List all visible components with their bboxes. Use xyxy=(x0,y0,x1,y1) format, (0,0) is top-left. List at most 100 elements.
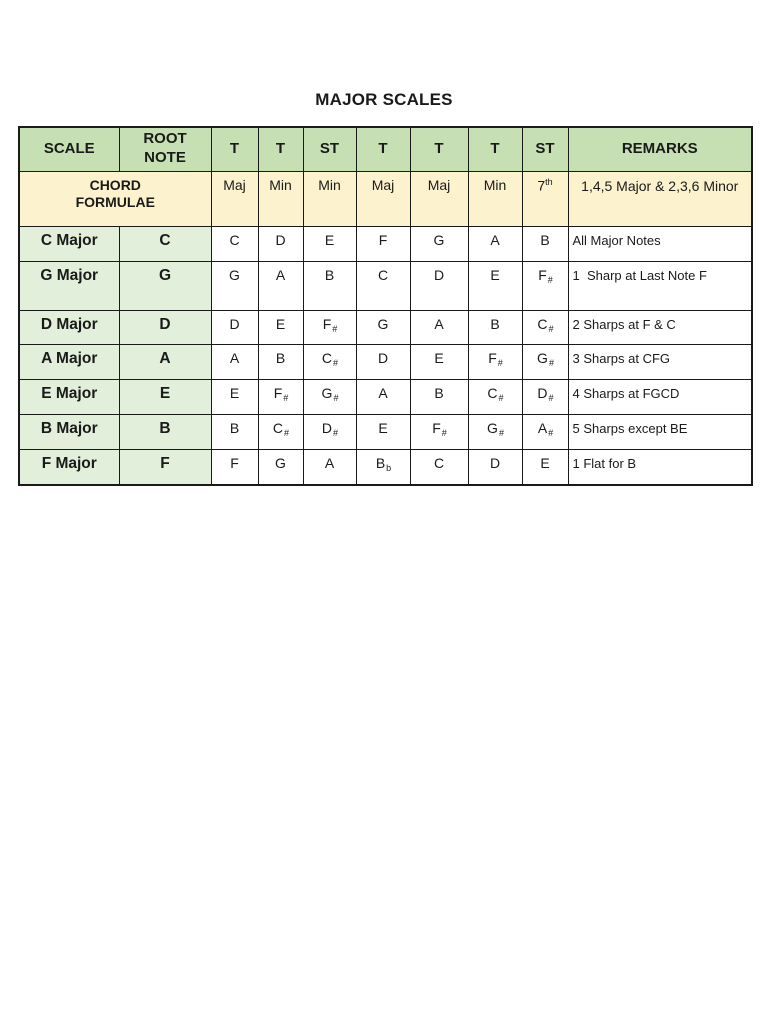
note-cell: G# xyxy=(467,413,523,450)
note-cell: D xyxy=(467,448,523,486)
scale-cell: G Major xyxy=(18,260,120,311)
root-note-cell: E xyxy=(118,378,212,415)
scale-cell: B Major xyxy=(18,413,120,450)
note-cell: E xyxy=(467,260,523,311)
table-row-b-major: B Major B B C# D# E F# G# A# 5 Sharps ex… xyxy=(18,413,753,450)
note-cell: E xyxy=(210,378,259,415)
remark-cell: 5 Sharps except BE xyxy=(567,413,753,450)
remark-cell: 1 Sharp at Last Note F xyxy=(567,260,753,311)
table-row-d-major: D Major D D E F# G A B C# 2 Sharps at F … xyxy=(18,309,753,345)
note-cell: A xyxy=(257,260,304,311)
note-cell: G xyxy=(355,309,411,345)
formula-cell: Maj xyxy=(409,170,469,227)
note-cell: E xyxy=(521,448,569,486)
note-cell: G# xyxy=(302,378,357,415)
note-cell: E xyxy=(302,225,357,262)
note-cell: D xyxy=(409,260,469,311)
scale-cell: C Major xyxy=(18,225,120,262)
header-step-t1: T xyxy=(210,126,259,172)
note-cell: F# xyxy=(302,309,357,345)
note-cell: E xyxy=(409,343,469,380)
note-cell: B xyxy=(210,413,259,450)
note-cell: B xyxy=(302,260,357,311)
table-row-f-major: F Major F F G A Bb C D E 1 Flat for B xyxy=(18,448,753,486)
note-cell: D# xyxy=(302,413,357,450)
note-cell: F# xyxy=(409,413,469,450)
header-root-note: ROOT NOTE xyxy=(118,126,212,172)
page-title: MAJOR SCALES xyxy=(315,90,453,109)
note-cell: C# xyxy=(302,343,357,380)
header-step-t5: T xyxy=(467,126,523,172)
remark-cell: 2 Sharps at F & C xyxy=(567,309,753,345)
note-cell: B xyxy=(467,309,523,345)
note-cell: E xyxy=(257,309,304,345)
formula-cell: Maj xyxy=(355,170,411,227)
note-cell: A xyxy=(210,343,259,380)
major-scales-table: SCALE ROOT NOTE T T ST T T T ST REMARKS … xyxy=(18,126,753,486)
note-cell: B xyxy=(521,225,569,262)
formula-remark: 1,4,5 Major & 2,3,6 Minor xyxy=(567,170,753,227)
root-note-cell: A xyxy=(118,343,212,380)
formula-cell: Min xyxy=(302,170,357,227)
note-cell: D xyxy=(257,225,304,262)
chord-formulae-label: CHORD FORMULAE xyxy=(18,170,212,227)
formula-seventh-cell: 7th xyxy=(521,170,569,227)
header-step-t3: T xyxy=(355,126,411,172)
root-note-cell: D xyxy=(118,309,212,345)
note-cell: C# xyxy=(467,378,523,415)
note-cell: E xyxy=(355,413,411,450)
note-cell: F# xyxy=(467,343,523,380)
table-row-e-major: E Major E E F# G# A B C# D# 4 Sharps at … xyxy=(18,378,753,415)
note-cell: D xyxy=(355,343,411,380)
header-step-t2: T xyxy=(257,126,304,172)
scale-cell: E Major xyxy=(18,378,120,415)
root-note-cell: B xyxy=(118,413,212,450)
table-row-a-major: A Major A A B C# D E F# G# 3 Sharps at C… xyxy=(18,343,753,380)
formula-cell: Min xyxy=(257,170,304,227)
note-cell: D# xyxy=(521,378,569,415)
note-cell: B xyxy=(257,343,304,380)
table-row-c-major: C Major C C D E F G A B All Major Notes xyxy=(18,225,753,262)
note-cell: G xyxy=(210,260,259,311)
header-step-t4: T xyxy=(409,126,469,172)
note-cell: Bb xyxy=(355,448,411,486)
seventh-suffix: th xyxy=(545,176,553,187)
note-cell: A xyxy=(302,448,357,486)
note-cell: G xyxy=(409,225,469,262)
note-cell: A xyxy=(409,309,469,345)
table-header-row: SCALE ROOT NOTE T T ST T T T ST REMARKS xyxy=(18,126,753,172)
note-cell: D xyxy=(210,309,259,345)
note-cell: C xyxy=(409,448,469,486)
formula-cell: Maj xyxy=(210,170,259,227)
note-cell: A xyxy=(467,225,523,262)
note-cell: C xyxy=(210,225,259,262)
table-row-g-major: G Major G G A B C D E F# 1 Sharp at Last… xyxy=(18,260,753,311)
note-cell: C# xyxy=(257,413,304,450)
header-step-st2: ST xyxy=(521,126,569,172)
note-cell: F# xyxy=(521,260,569,311)
note-cell: F xyxy=(355,225,411,262)
note-cell: A# xyxy=(521,413,569,450)
remark-cell: 3 Sharps at CFG xyxy=(567,343,753,380)
root-note-cell: F xyxy=(118,448,212,486)
note-cell: G xyxy=(257,448,304,486)
remark-cell: All Major Notes xyxy=(567,225,753,262)
header-scale: SCALE xyxy=(18,126,120,172)
note-cell: C# xyxy=(521,309,569,345)
seventh-base: 7 xyxy=(537,177,546,194)
chord-formulae-row: CHORD FORMULAE Maj Min Min Maj Maj Min 7… xyxy=(18,170,753,227)
remark-cell: 4 Sharps at FGCD xyxy=(567,378,753,415)
header-step-st1: ST xyxy=(302,126,357,172)
scale-cell: D Major xyxy=(18,309,120,345)
scale-cell: A Major xyxy=(18,343,120,380)
root-note-cell: G xyxy=(118,260,212,311)
note-cell: F xyxy=(210,448,259,486)
root-note-cell: C xyxy=(118,225,212,262)
note-cell: C xyxy=(355,260,411,311)
remark-cell: 1 Flat for B xyxy=(567,448,753,486)
note-cell: F# xyxy=(257,378,304,415)
scale-cell: F Major xyxy=(18,448,120,486)
note-cell: A xyxy=(355,378,411,415)
header-remarks: REMARKS xyxy=(567,126,753,172)
